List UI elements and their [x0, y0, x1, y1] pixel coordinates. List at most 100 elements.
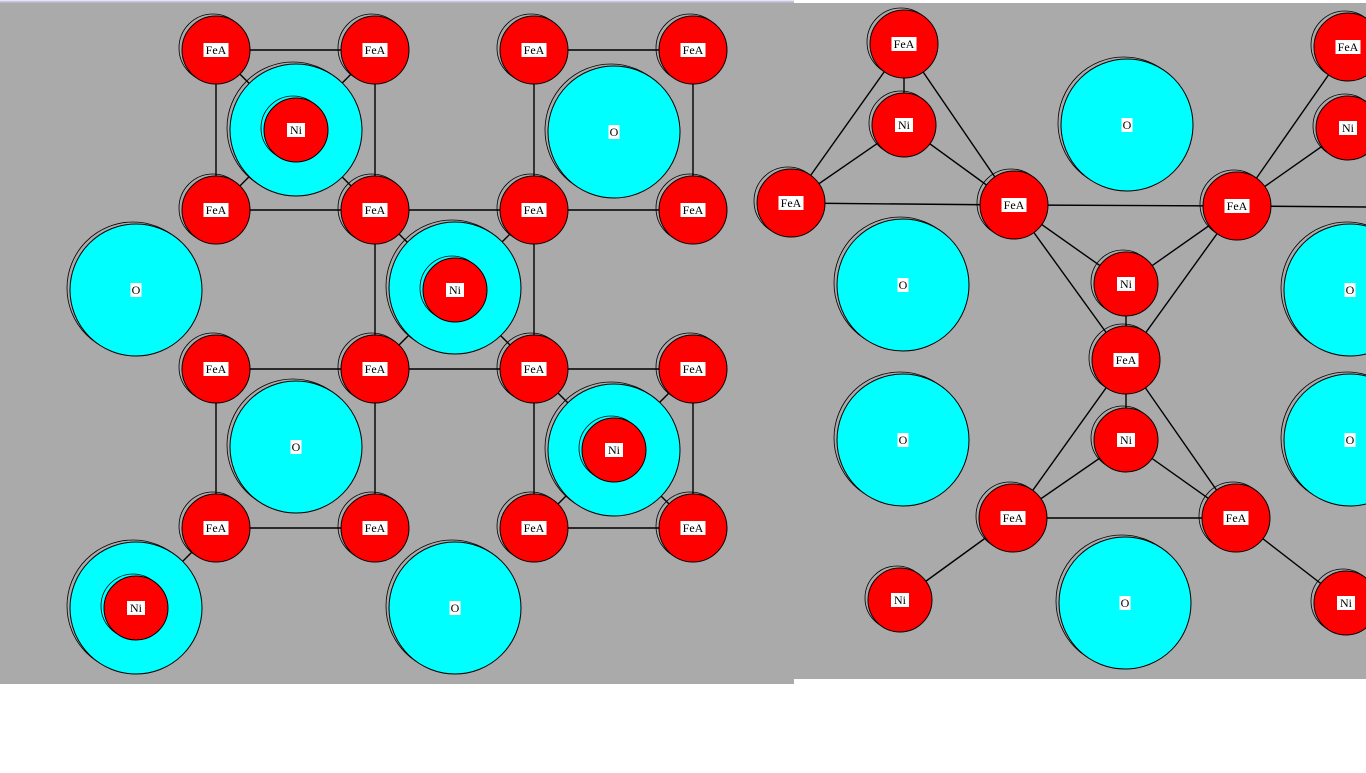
atom-label-background — [1113, 353, 1139, 367]
atom-label: FeA — [683, 362, 704, 376]
atom-label-background — [521, 203, 547, 217]
atom-label: Ni — [894, 593, 907, 607]
atom-fe: FeA — [655, 491, 728, 563]
atom-label-background — [203, 43, 229, 57]
atom-label: FeA — [1116, 353, 1137, 367]
atom-ni: Ni — [1090, 249, 1159, 317]
atom-label: O — [451, 601, 460, 615]
atom-label: FeA — [683, 43, 704, 57]
atom-label: Ni — [130, 601, 143, 615]
atom-fe: FeA — [337, 332, 410, 404]
atom-o: O — [66, 221, 203, 357]
atom-fe: FeA — [337, 491, 410, 563]
atom-label-background — [1223, 511, 1249, 525]
atom-fe: FeA — [178, 491, 251, 563]
atom-ni: Ni — [260, 95, 329, 163]
atom-label: FeA — [365, 362, 386, 376]
atom-o: O — [1055, 534, 1192, 670]
atom-label: FeA — [524, 521, 545, 535]
atom-label-background — [203, 521, 229, 535]
atom-fe: FeA — [1198, 481, 1271, 553]
atom-label: FeA — [1003, 511, 1024, 525]
atom-label: Ni — [1340, 596, 1353, 610]
atom-label-background — [1344, 433, 1356, 447]
atom-label: FeA — [781, 196, 802, 210]
atom-label-background — [521, 43, 547, 57]
atom-label: FeA — [524, 203, 545, 217]
atom-label: O — [1121, 596, 1130, 610]
atom-label-background — [778, 196, 804, 210]
atom-fe: FeA — [496, 173, 569, 245]
left-panel: OOOOOOOOFeAFeAFeAFeAFeAFeAFeAFeAFeAFeAFe… — [66, 13, 728, 675]
atom-label-background — [446, 283, 464, 297]
atom-label: FeA — [365, 521, 386, 535]
atom-fe: FeA — [496, 491, 569, 563]
atom-label-background — [891, 37, 917, 51]
atom-o: O — [833, 371, 970, 507]
atom-fe: FeA — [976, 168, 1049, 240]
atom-o: O — [1057, 56, 1194, 192]
atom-fe: FeA — [178, 332, 251, 404]
atom-label-background — [605, 443, 623, 457]
atom-label-background — [203, 362, 229, 376]
atom-label-background — [891, 593, 909, 607]
atom-label-background — [1335, 40, 1361, 54]
atom-label-background — [680, 521, 706, 535]
atom-label-background — [449, 601, 461, 615]
atom-label-background — [608, 125, 620, 139]
atom-label-background — [1119, 596, 1131, 610]
atom-ni: Ni — [1310, 568, 1366, 636]
atom-ni: Ni — [1090, 405, 1159, 473]
atom-o-sphere — [1283, 373, 1366, 507]
atom-fe: FeA — [337, 173, 410, 245]
atom-ni: Ni — [578, 415, 647, 483]
atom-label: Ni — [1120, 277, 1133, 291]
atom-label-background — [680, 203, 706, 217]
atom-ni: Ni — [868, 90, 937, 158]
atom-label-background — [521, 362, 547, 376]
atom-label-background — [362, 43, 388, 57]
atom-label-background — [521, 521, 547, 535]
atom-label-background — [897, 433, 909, 447]
left-atoms: OOOOOOOOFeAFeAFeAFeAFeAFeAFeAFeAFeAFeAFe… — [66, 13, 728, 675]
atom-label: FeA — [365, 43, 386, 57]
atom-fe: FeA — [1310, 10, 1366, 82]
atom-label: FeA — [365, 203, 386, 217]
atom-label: Ni — [1342, 121, 1355, 135]
atom-fe: FeA — [1199, 169, 1272, 241]
atom-label: Ni — [449, 283, 462, 297]
atom-fe: FeA — [496, 332, 569, 404]
atom-o: O — [544, 63, 681, 199]
atom-ni: Ni — [864, 565, 933, 633]
atom-label: O — [899, 433, 908, 447]
atom-label: FeA — [206, 362, 227, 376]
atom-label: FeA — [206, 43, 227, 57]
atom-fe: FeA — [178, 13, 251, 85]
atom-label-background — [1339, 121, 1357, 135]
atom-fe: FeA — [655, 13, 728, 85]
atom-label-background — [290, 440, 302, 454]
atom-label-background — [1000, 511, 1026, 525]
atom-o: O — [385, 539, 522, 675]
atom-label: FeA — [1004, 198, 1025, 212]
atom-label: Ni — [290, 123, 303, 137]
atom-label-background — [127, 601, 145, 615]
atom-label: FeA — [683, 203, 704, 217]
atom-label: Ni — [898, 118, 911, 132]
atom-label: FeA — [1226, 511, 1247, 525]
atom-fe: FeA — [1088, 323, 1161, 395]
atom-label-background — [1121, 118, 1133, 132]
atom-fe: FeA — [753, 166, 826, 238]
atom-label-background — [1117, 433, 1135, 447]
atom-label: O — [292, 440, 301, 454]
atom-fe: FeA — [655, 173, 728, 245]
atom-label-background — [362, 362, 388, 376]
atom-label-background — [362, 203, 388, 217]
atom-o: O — [226, 378, 363, 514]
atom-ni: Ni — [100, 573, 169, 641]
atom-label: Ni — [1120, 433, 1133, 447]
